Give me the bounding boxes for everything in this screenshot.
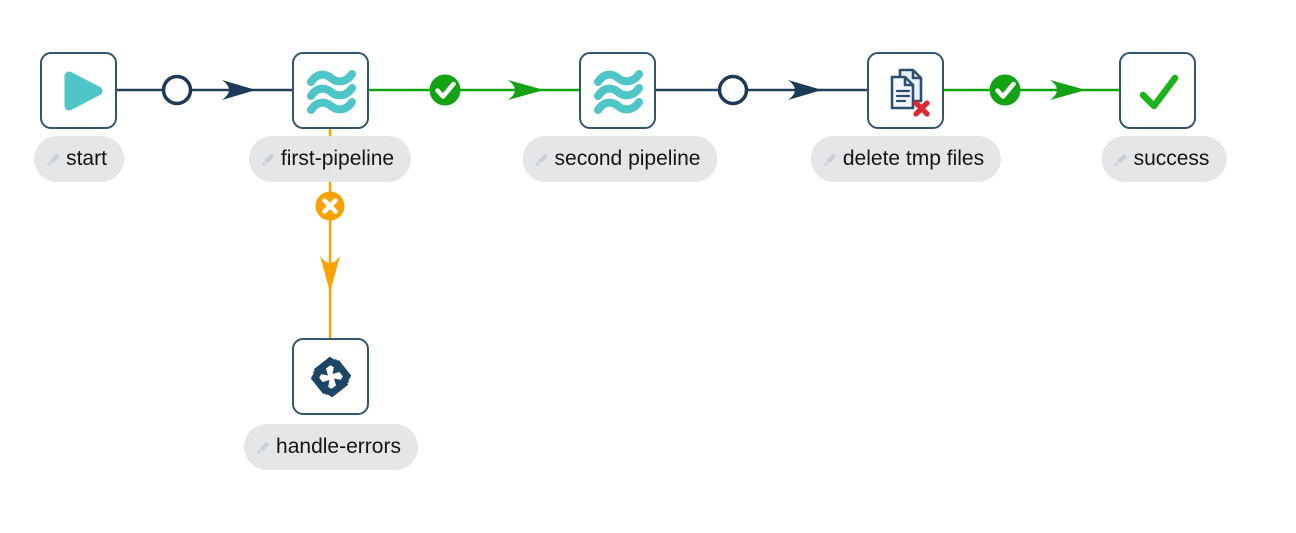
node-label-delete-tmp-files[interactable]: delete tmp files	[810, 136, 1002, 182]
checkmark-icon	[1139, 74, 1178, 109]
documents-delete-icon	[890, 68, 930, 117]
node-label-text: handle-errors	[276, 435, 401, 458]
check-glyph	[995, 81, 1016, 99]
play-icon	[64, 71, 102, 110]
node-label-start[interactable]: start	[34, 136, 124, 182]
action-second-pipeline[interactable]	[579, 52, 656, 129]
circle-icon[interactable]	[161, 74, 193, 106]
x-glyph	[322, 198, 338, 214]
node-label-success[interactable]: success	[1101, 136, 1227, 182]
arrowhead-icon	[508, 80, 544, 100]
arrowhead-icon	[320, 256, 340, 292]
node-label-text: success	[1133, 147, 1210, 170]
check-circle-icon[interactable]	[989, 74, 1021, 106]
node-label-handle-errors[interactable]: handle-errors	[244, 424, 418, 470]
edit-pencil-icon	[255, 438, 273, 456]
node-label-text: start	[66, 147, 107, 170]
node-label-first-pipeline[interactable]: first-pipeline	[248, 136, 412, 182]
circle-icon[interactable]	[717, 74, 749, 106]
action-success[interactable]	[1119, 52, 1196, 129]
hop-start-to-first-pipeline[interactable]	[117, 74, 292, 106]
node-label-text: second pipeline	[554, 147, 701, 170]
node-label-text: first-pipeline	[280, 147, 395, 170]
action-handle-errors[interactable]	[292, 338, 369, 415]
arrowhead-icon	[222, 80, 256, 100]
action-start[interactable]	[40, 52, 117, 129]
check-circle-icon[interactable]	[429, 74, 461, 106]
hop-first-pipeline-to-second-pipeline[interactable]	[369, 74, 579, 106]
hop-first-pipeline-to-handle-errors[interactable]	[315, 129, 345, 338]
edit-pencil-icon	[822, 150, 840, 168]
edit-pencil-icon	[1113, 150, 1131, 168]
action-first-pipeline[interactable]	[292, 52, 369, 129]
node-label-second-pipeline[interactable]: second pipeline	[522, 136, 718, 182]
arrowhead-icon	[788, 80, 822, 100]
edit-pencil-icon	[534, 150, 552, 168]
pipeline-waves-icon	[593, 69, 643, 114]
hop-second-pipeline-to-delete-tmp-files[interactable]	[656, 74, 867, 106]
arrowhead-icon	[1050, 80, 1086, 100]
edit-pencil-icon	[45, 150, 63, 168]
pipeline-waves-icon	[306, 69, 356, 114]
check-glyph	[435, 81, 456, 99]
action-delete-tmp-files[interactable]	[867, 52, 944, 129]
rotate-arrows-icon	[305, 351, 357, 403]
edit-pencil-icon	[260, 150, 278, 168]
node-label-text: delete tmp files	[842, 147, 985, 170]
hop-delete-tmp-files-to-success[interactable]	[944, 74, 1119, 106]
